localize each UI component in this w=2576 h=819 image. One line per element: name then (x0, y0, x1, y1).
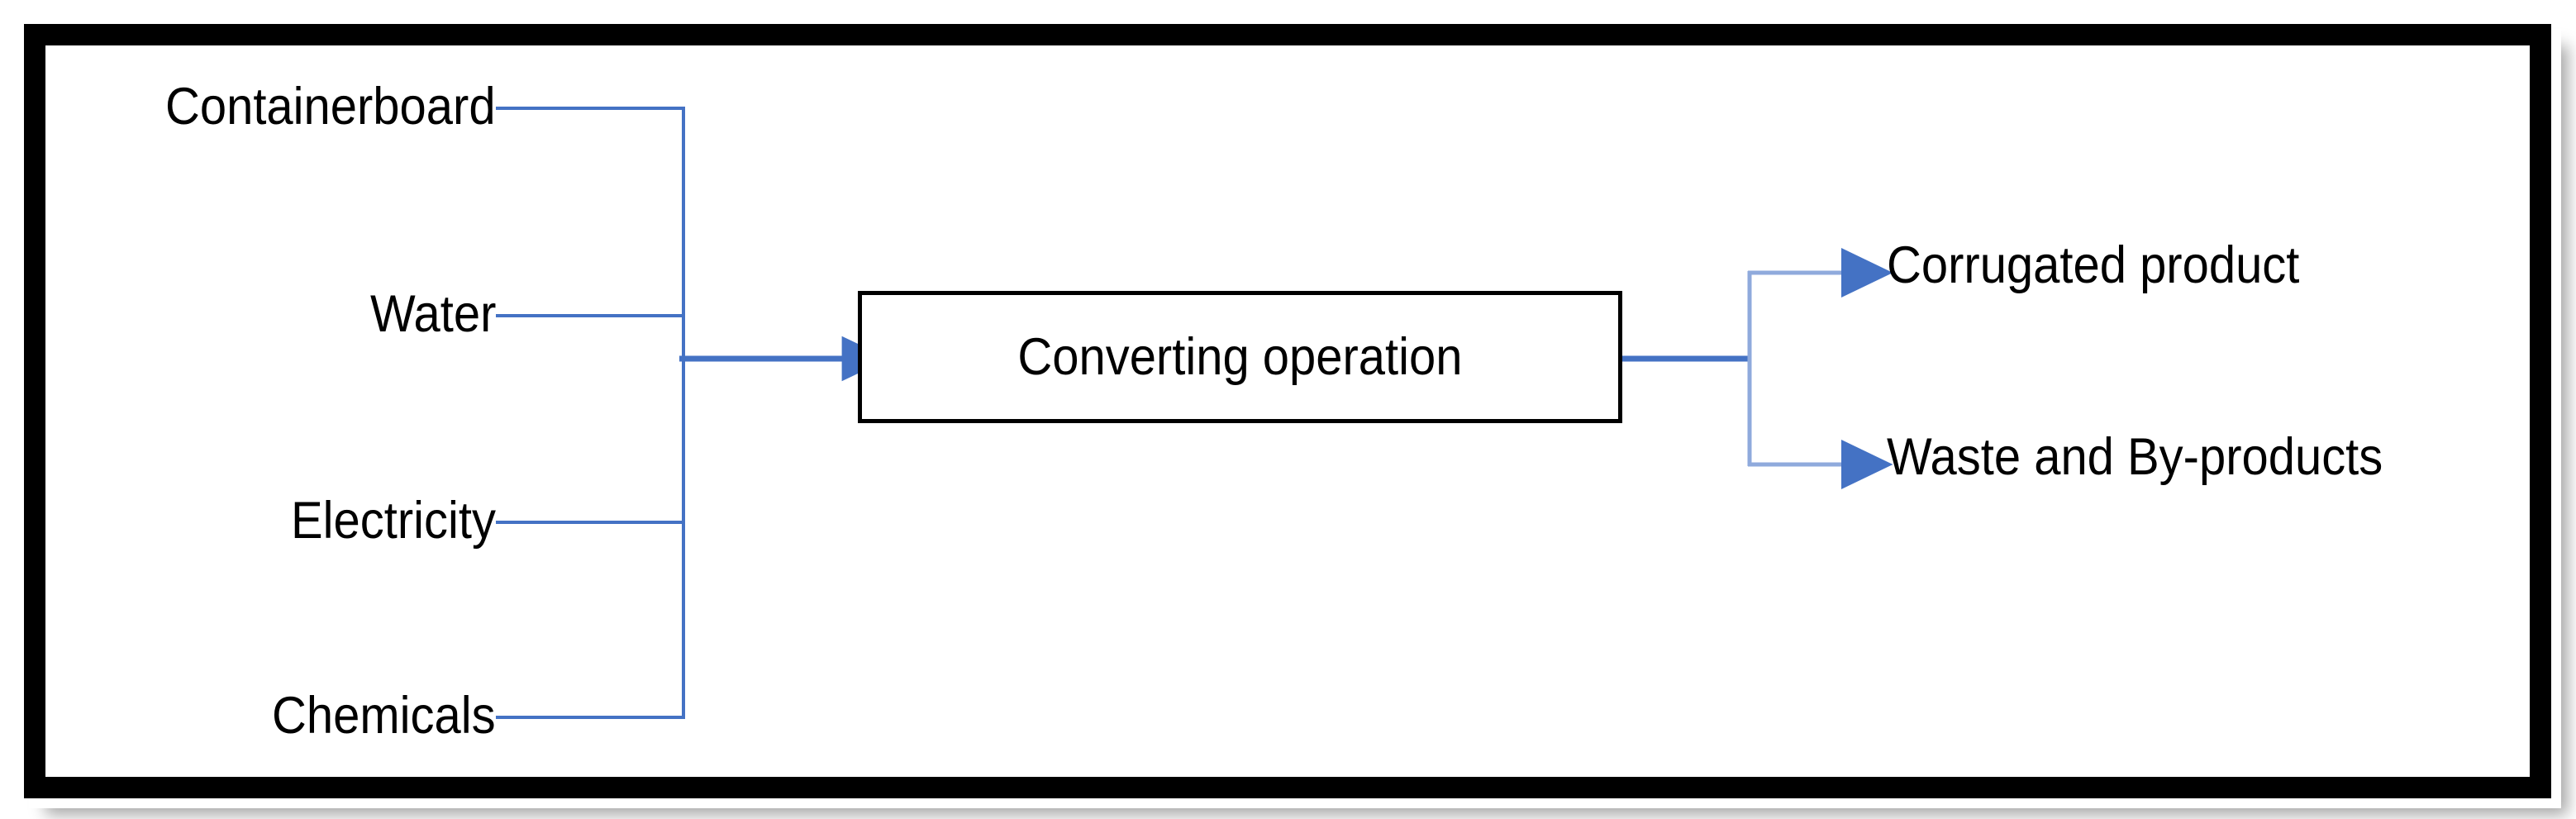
process-box-label: Converting operation (1017, 328, 1463, 386)
output-label-waste-byproducts: Waste and By-products (1887, 428, 2383, 486)
process-box: Converting operation (858, 291, 1622, 423)
input-label-chemicals: Chemicals (272, 687, 496, 745)
input-label-containerboard: Containerboard (165, 78, 496, 136)
output-label-corrugated-product: Corrugated product (1887, 236, 2300, 294)
input-label-electricity: Electricity (291, 492, 496, 550)
input-label-water: Water (369, 285, 496, 343)
